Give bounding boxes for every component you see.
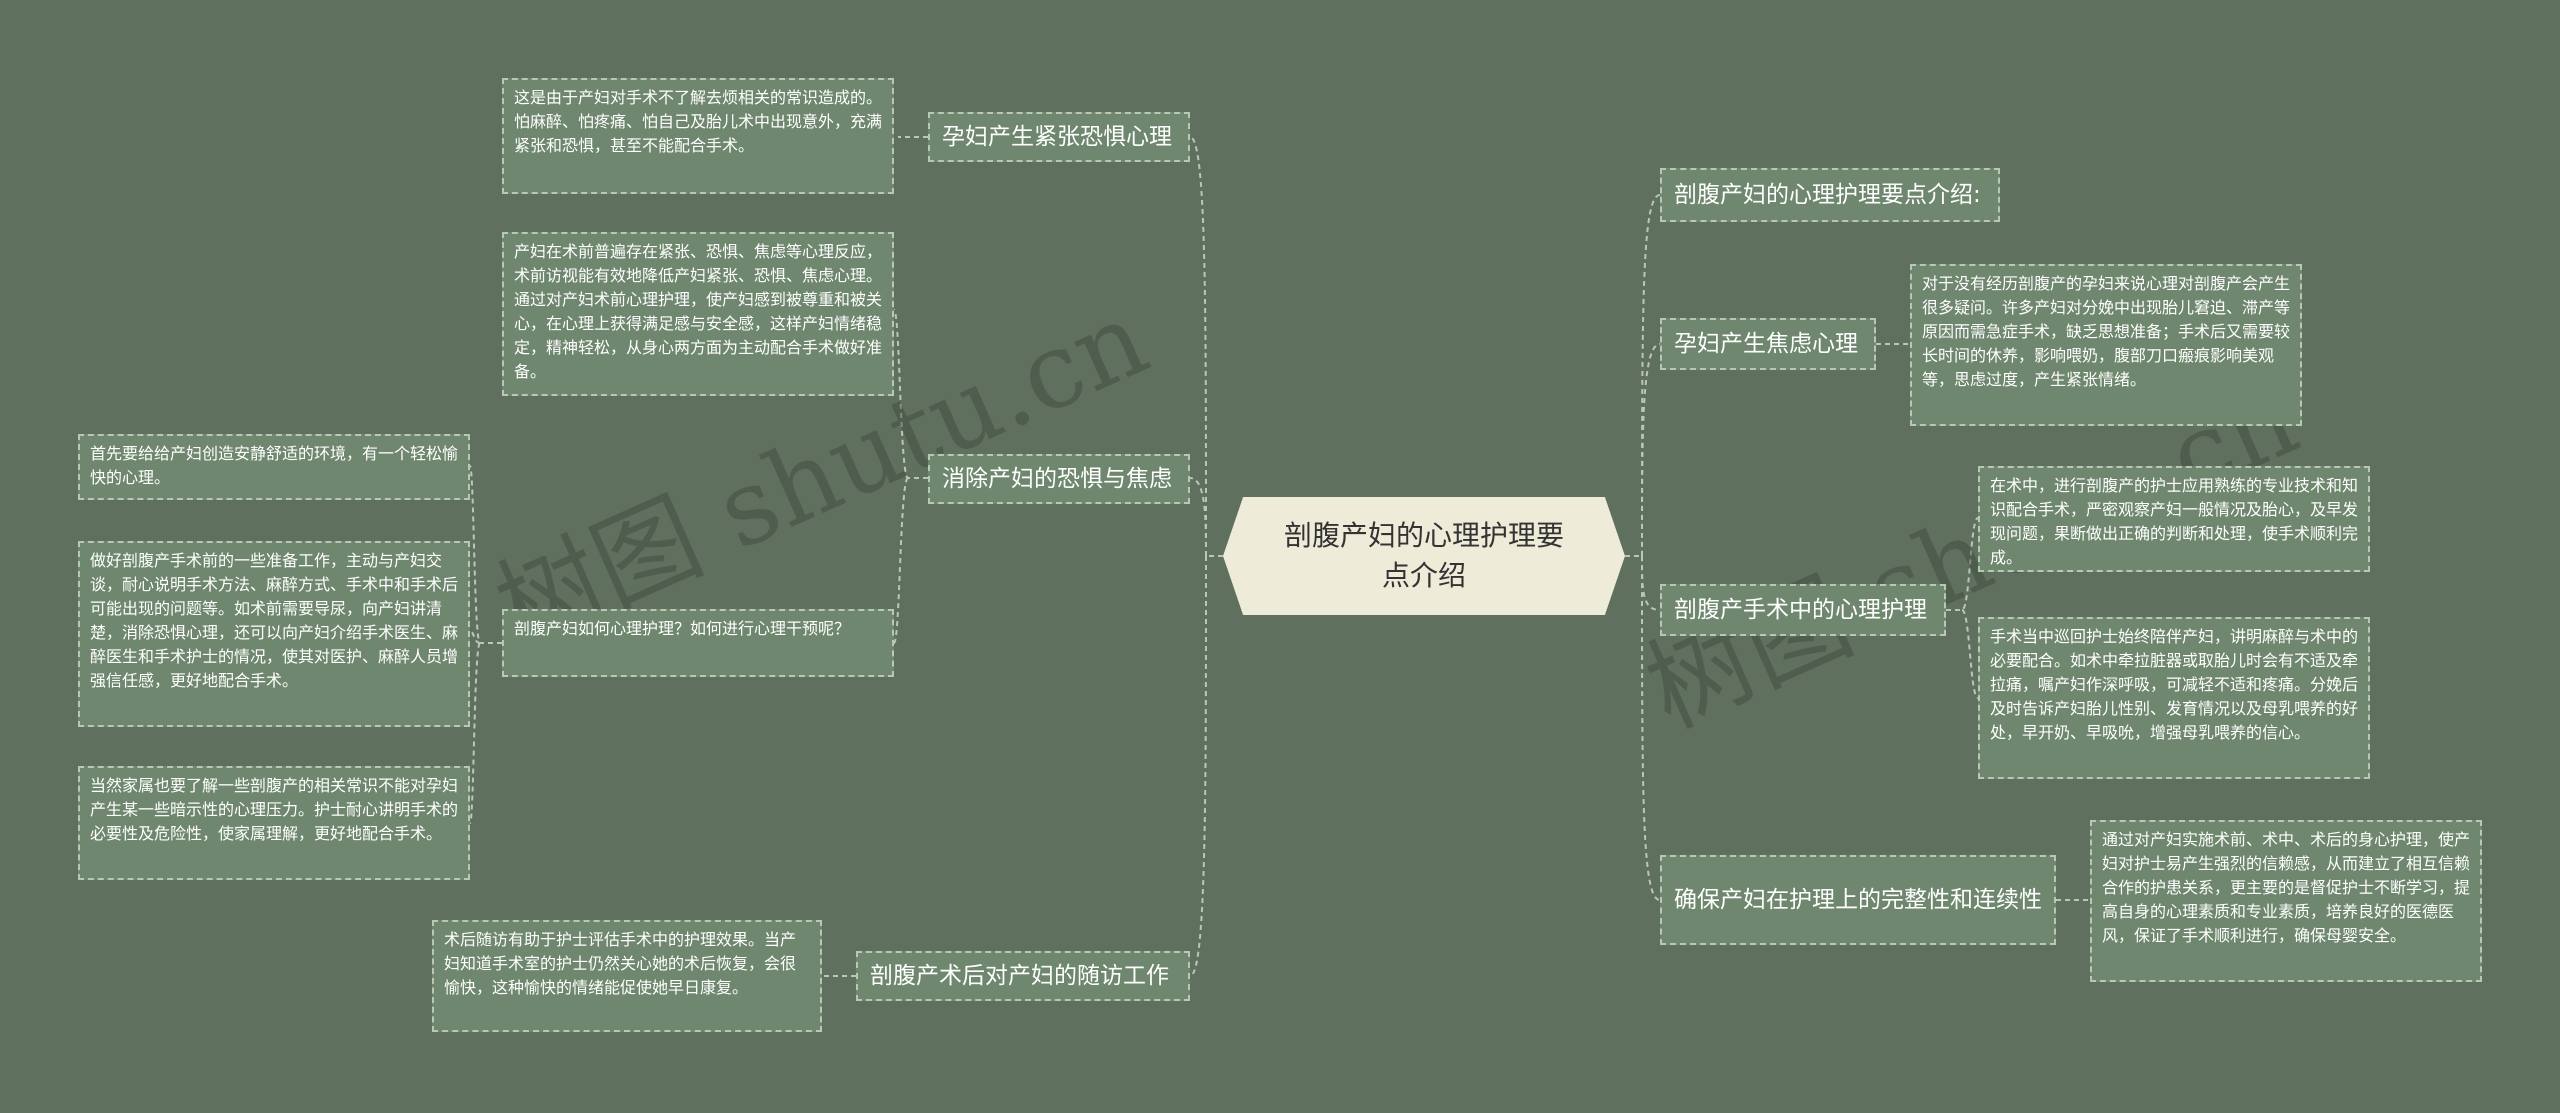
connector (893, 309, 928, 479)
leaf-continuity[interactable]: 通过对产妇实施术前、术中、术后的身心护理，使产妇对护士易产生强烈的信赖感，从而建… (2090, 820, 2482, 982)
root-title: 剖腹产妇的心理护理要点介绍 (1283, 519, 1564, 592)
connector (893, 477, 909, 644)
branch-intraop-care[interactable]: 剖腹产手术中的心理护理 (1660, 584, 1946, 636)
connector (1946, 517, 1979, 611)
connector (469, 642, 481, 824)
branch-intro[interactable]: 剖腹产妇的心理护理要点介绍: (1660, 168, 2000, 222)
leaf-tension-fear-cause[interactable]: 这是由于产妇对手术不了解去烦相关的常识造成的。怕麻醉、怕疼痛、怕自己及胎儿术中出… (502, 78, 894, 194)
root-topic[interactable]: 剖腹产妇的心理护理要点介绍 (1223, 497, 1625, 615)
branch-postop-followup[interactable]: 剖腹产术后对产妇的随访工作 (856, 951, 1190, 1001)
branch-anxiety[interactable]: 孕妇产生焦虑心理 (1660, 318, 1876, 370)
leaf-intraop-companion[interactable]: 手术当中巡回护士始终陪伴产妇，讲明麻醉与术中的必要配合。如术中牵拉脏器或取胎儿时… (1978, 617, 2370, 779)
connector (1641, 555, 1661, 611)
connector (469, 630, 481, 644)
connector (469, 465, 502, 644)
branch-tension-fear[interactable]: 孕妇产生紧张恐惧心理 (928, 112, 1190, 162)
leaf-quiet-environment[interactable]: 首先要给给产妇创造安静舒适的环境，有一个轻松愉快的心理。 (78, 434, 470, 500)
leaf-how-to-care[interactable]: 剖腹产妇如何心理护理？如何进行心理干预呢？ (502, 609, 894, 677)
connector (1641, 555, 1661, 901)
leaf-postop-followup[interactable]: 术后随访有助于护士评估手术中的护理效果。当产妇知道手术室的护士仍然关心她的术后恢… (432, 920, 822, 1032)
connector (1188, 136, 1207, 557)
connector (1189, 555, 1207, 977)
leaf-anxiety-cause[interactable]: 对于没有经历剖腹产的孕妇来说心理对剖腹产会产生很多疑问。许多产妇对分娩中出现胎儿… (1910, 264, 2302, 426)
leaf-preop-visit[interactable]: 产妇在术前普遍存在紧张、恐惧、焦虑等心理反应，术前访视能有效地降低产妇紧张、恐惧… (502, 232, 894, 396)
leaf-preop-preparation[interactable]: 做好剖腹产手术前的一些准备工作，主动与产妇交谈，耐心说明手术方法、麻醉方式、手术… (78, 541, 470, 727)
branch-relieve-fear[interactable]: 消除产妇的恐惧与焦虑 (928, 454, 1190, 504)
leaf-family-knowledge[interactable]: 当然家属也要了解一些剖腹产的相关常识不能对孕妇产生某一些暗示性的心理压力。护士耐… (78, 766, 470, 880)
connector (1189, 477, 1207, 557)
branch-continuity[interactable]: 确保产妇在护理上的完整性和连续性 (1660, 855, 2056, 945)
connector (1641, 343, 1661, 557)
connector (1641, 194, 1661, 557)
leaf-intraop-skill[interactable]: 在术中，进行剖腹产的护士应用熟练的专业技术和知识配合手术，严密观察产妇一般情况及… (1978, 466, 2370, 572)
connector (1961, 609, 1979, 699)
